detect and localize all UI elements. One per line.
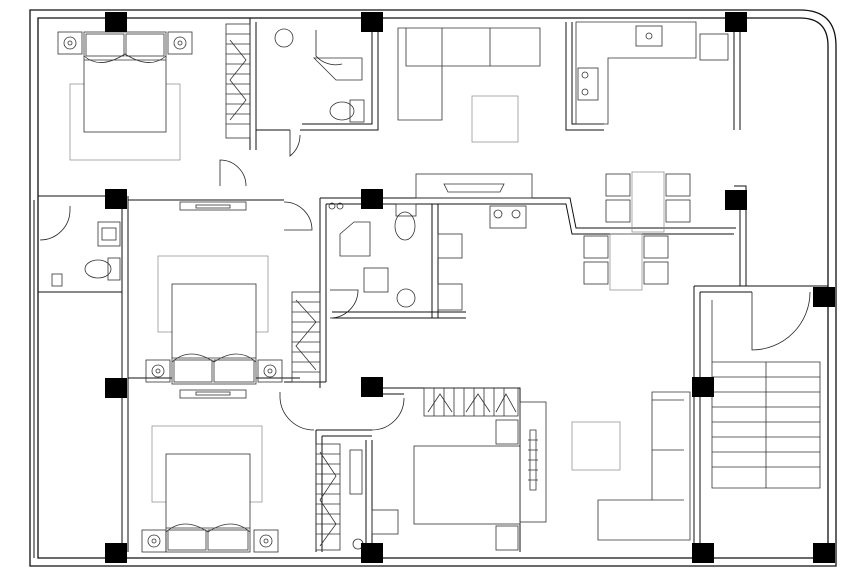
sofa-top — [397, 27, 541, 143]
column — [361, 543, 383, 563]
column — [361, 189, 383, 209]
column — [105, 378, 127, 398]
sofa-right — [571, 391, 691, 541]
column — [725, 190, 747, 210]
column — [105, 12, 127, 32]
bed-bottom-middle — [349, 401, 547, 551]
exterior-walls — [29, 9, 837, 567]
column — [361, 377, 383, 397]
staircase — [711, 300, 821, 489]
column — [725, 12, 747, 32]
column — [813, 543, 835, 563]
bed-bottom-left — [141, 425, 279, 553]
range-hood-counter — [415, 173, 533, 311]
column — [813, 287, 835, 307]
kitchen-counter — [575, 21, 729, 125]
wardrobes — [225, 23, 519, 551]
column — [361, 12, 383, 32]
structural-columns — [105, 12, 835, 563]
bed-top-left — [57, 31, 193, 161]
dining-set-lower — [583, 233, 669, 291]
bathroom-top — [274, 28, 365, 123]
bathroom-left — [51, 221, 121, 287]
bed-middle-left — [145, 201, 283, 399]
column — [105, 189, 127, 209]
door-swings — [39, 30, 811, 431]
interior-walls — [249, 18, 828, 558]
dining-set-upper — [605, 171, 691, 233]
column — [105, 543, 127, 563]
column — [692, 377, 714, 397]
bathroom-middle — [328, 202, 417, 308]
column — [692, 543, 714, 563]
